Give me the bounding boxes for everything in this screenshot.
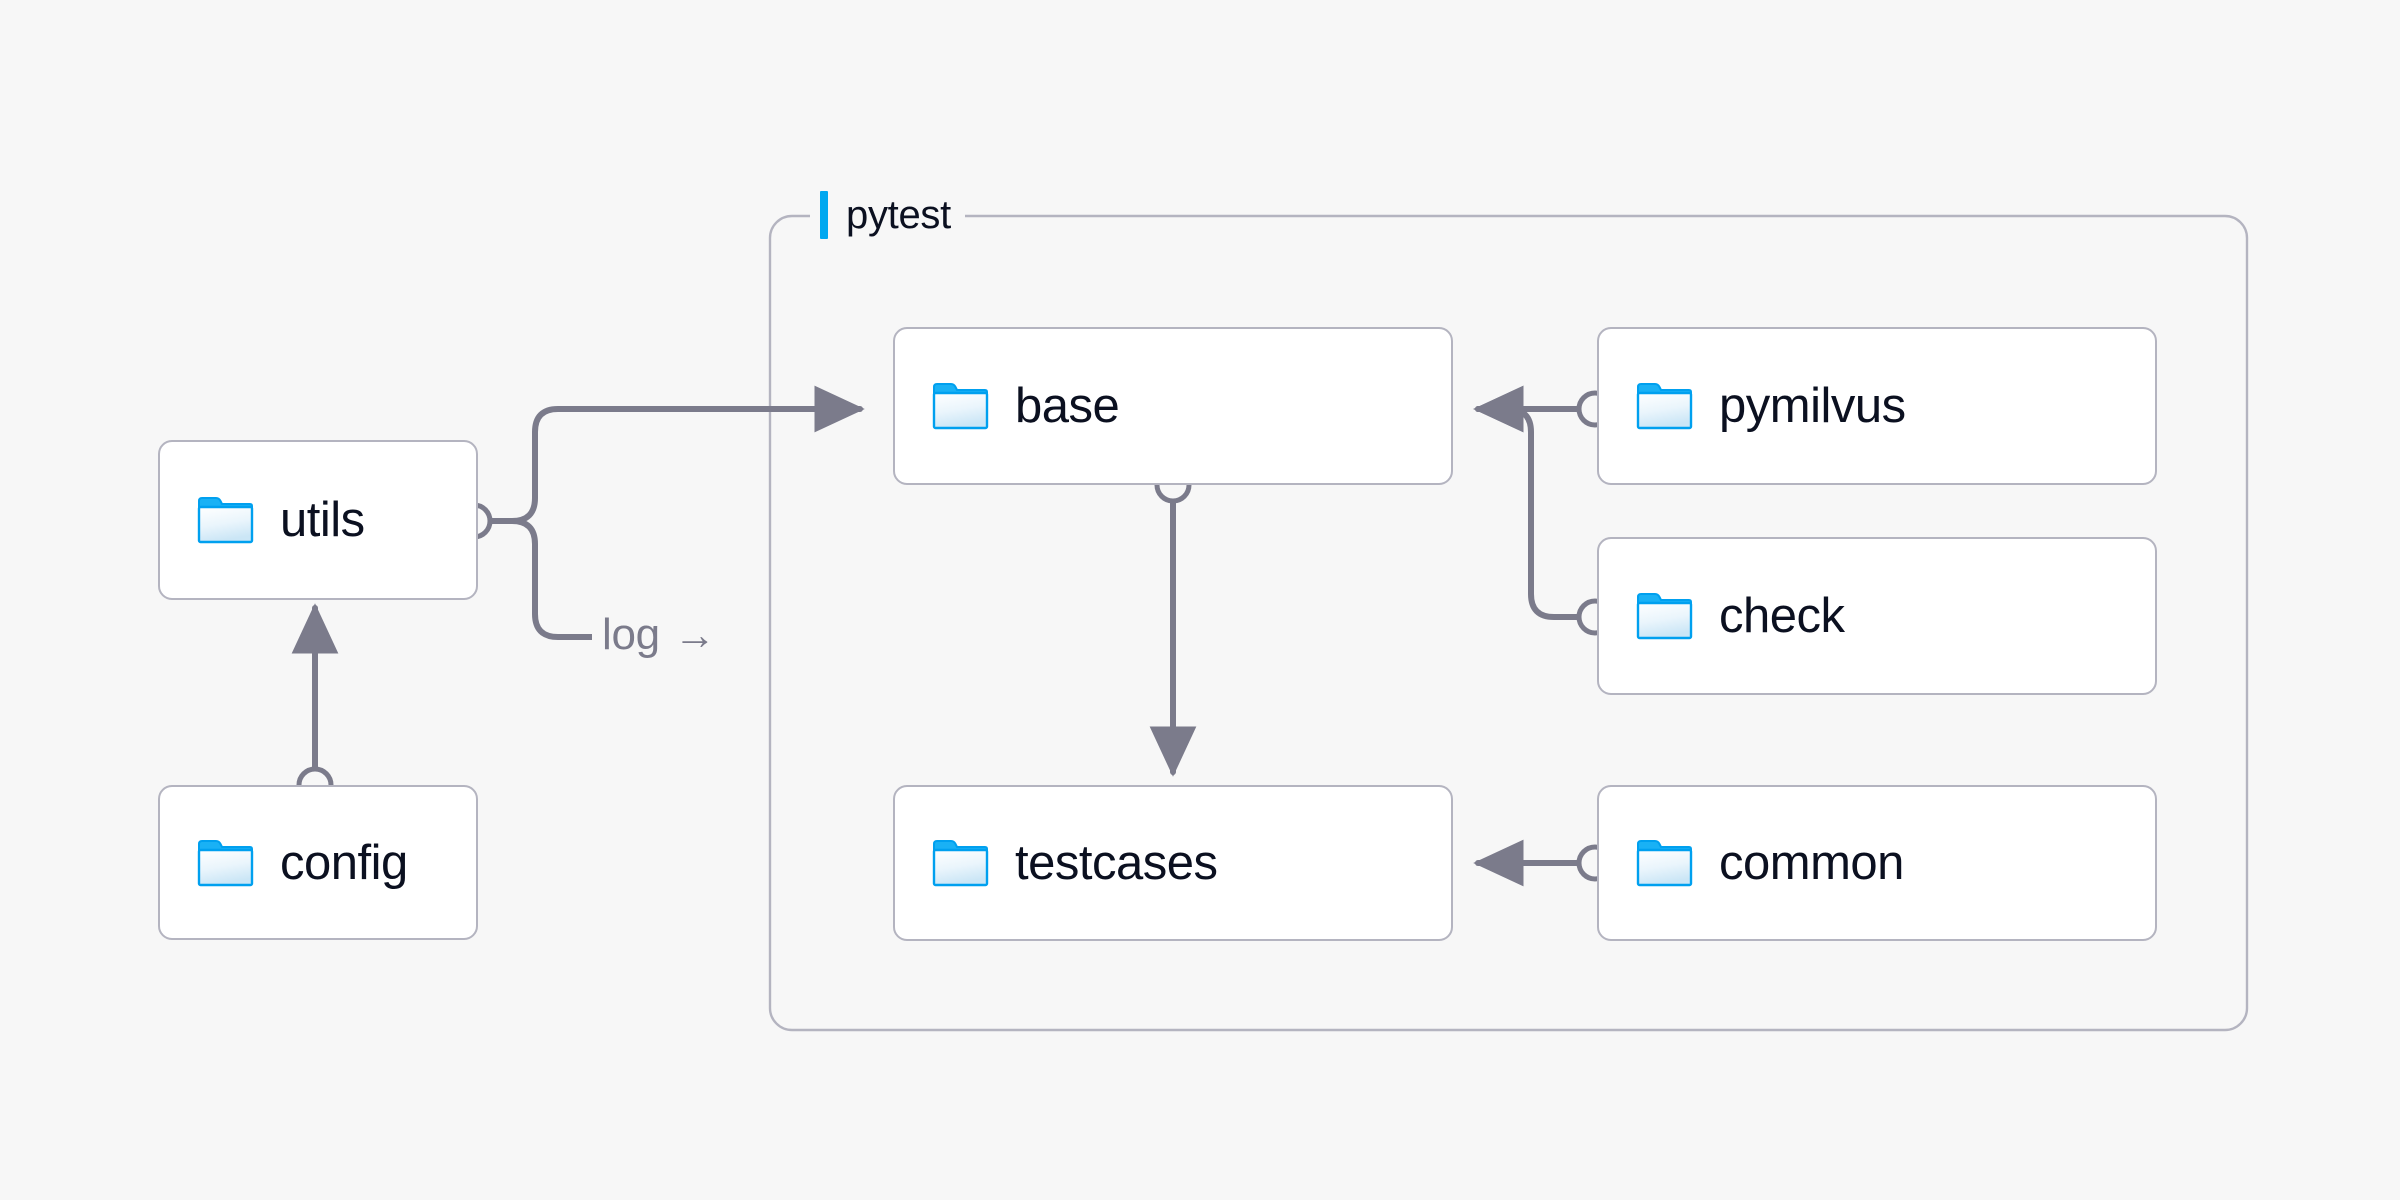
edge-pymilvus-to-base [1473, 385, 1614, 433]
node-pymilvus[interactable]: pymilvus [1597, 327, 2157, 485]
node-testcases[interactable]: testcases [893, 785, 1453, 941]
edge-common-to-testcases [1473, 839, 1614, 887]
node-common[interactable]: common [1597, 785, 2157, 941]
folder-icon [932, 840, 989, 887]
node-label-testcases: testcases [1015, 836, 1218, 890]
edge-utils-to-base [475, 385, 865, 524]
node-base[interactable]: base [893, 327, 1453, 485]
arrow-right-icon: → [673, 611, 716, 658]
node-config[interactable]: config [158, 785, 478, 940]
node-label-utils: utils [280, 493, 365, 547]
edge-base-to-testcases [1149, 466, 1197, 777]
folder-icon [1636, 840, 1693, 887]
node-label-pymilvus: pymilvus [1719, 379, 1906, 433]
accent-bar-icon [820, 191, 828, 239]
node-check[interactable]: check [1597, 537, 2157, 695]
edge-check-to-base [1473, 385, 1614, 636]
folder-icon [1636, 593, 1693, 640]
node-label-common: common [1719, 836, 1904, 890]
folder-icon [932, 383, 989, 430]
folder-icon [197, 497, 254, 544]
pytest-group-title: pytest [810, 186, 965, 244]
node-label-check: check [1719, 589, 1845, 643]
folder-icon [1636, 383, 1693, 430]
folder-icon [197, 839, 254, 886]
group-title-label: pytest [846, 192, 951, 237]
edge-utils-to-log [475, 518, 595, 640]
edge-config-to-utils [291, 603, 339, 804]
node-label-base: base [1015, 379, 1120, 433]
edge-label-log-text: log [602, 610, 660, 659]
node-utils[interactable]: utils [158, 440, 478, 600]
node-label-config: config [280, 835, 408, 890]
edge-label-log: log → [592, 605, 726, 665]
